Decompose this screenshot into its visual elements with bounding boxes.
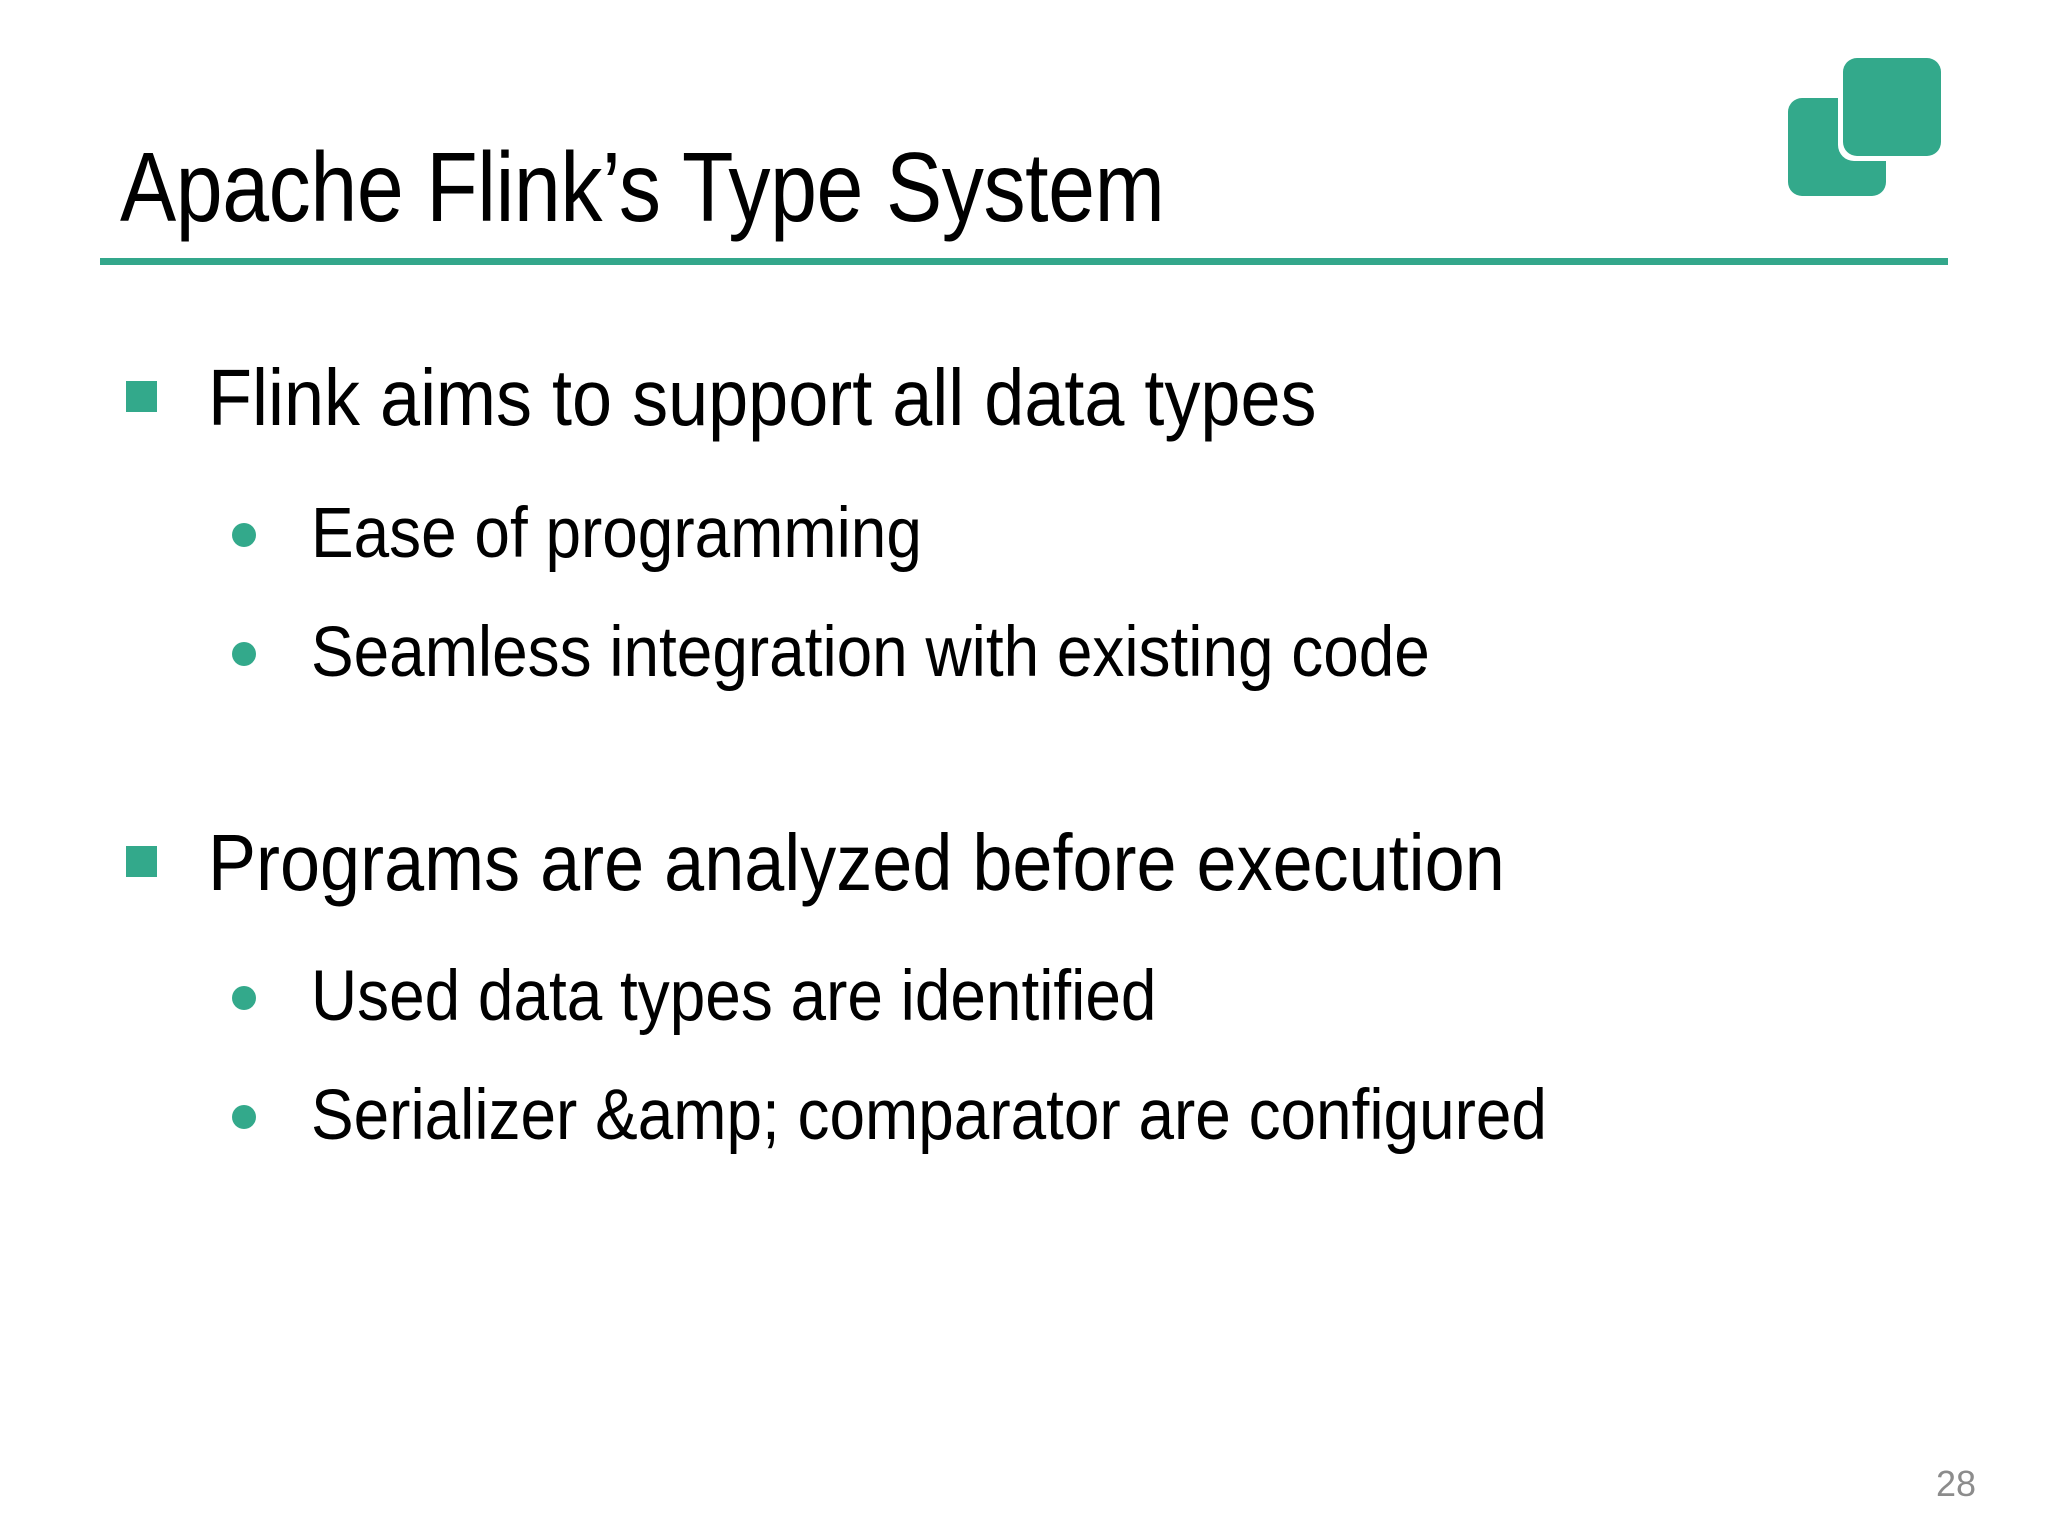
bullet-item-level2: Used data types are identified — [232, 958, 1250, 1036]
bullet-item-level2: Seamless integration with existing code — [232, 614, 1554, 692]
disc-bullet-icon — [232, 986, 256, 1010]
disc-bullet-icon — [232, 523, 256, 547]
bullet-item-level2: Ease of programming — [232, 495, 990, 573]
disc-bullet-icon — [232, 642, 256, 666]
bullet-text: Seamless integration with existing code — [311, 613, 1430, 692]
bullet-item-level1: Flink aims to support all data types — [126, 355, 1440, 441]
title-divider — [100, 258, 1948, 265]
square-bullet-icon — [126, 381, 157, 412]
bullet-text: Serializer &amp; comparator are configur… — [311, 1076, 1547, 1155]
bullet-item-level2: Serializer &amp; comparator are configur… — [232, 1077, 1684, 1155]
bullet-text: Used data types are identified — [311, 957, 1157, 1036]
brand-logo — [1788, 58, 1948, 210]
bullet-text: Programs are analyzed before execution — [208, 818, 1505, 907]
bullet-text: Flink aims to support all data types — [208, 353, 1317, 442]
page-number: 28 — [1935, 1463, 1976, 1504]
bullet-text: Ease of programming — [311, 494, 922, 573]
logo-square-front-icon — [1843, 58, 1941, 156]
page-title: Apache Flink’s Type System — [120, 131, 1165, 242]
disc-bullet-icon — [232, 1105, 256, 1129]
bullet-item-level1: Programs are analyzed before execution — [126, 820, 1649, 906]
square-bullet-icon — [126, 846, 157, 877]
